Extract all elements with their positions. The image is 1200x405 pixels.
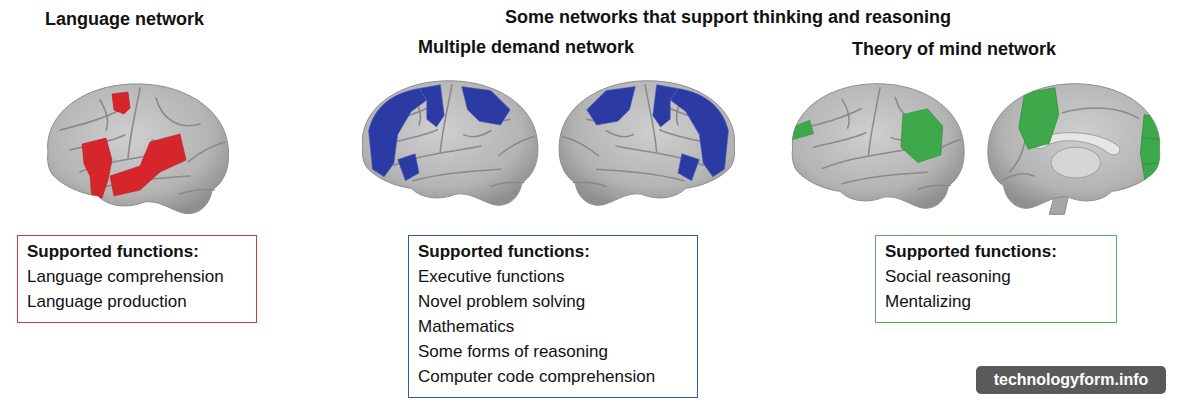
tom-region bbox=[1019, 88, 1059, 149]
thalamus bbox=[1051, 147, 1100, 178]
md-region bbox=[653, 85, 678, 127]
md-region bbox=[369, 89, 427, 177]
theory-of-mind-regions bbox=[791, 109, 943, 163]
network-heading: Language network bbox=[45, 9, 285, 31]
calcarine-sulcus bbox=[1004, 174, 1034, 180]
md-region bbox=[398, 154, 419, 181]
box-heading: Supported functions: bbox=[885, 239, 1110, 264]
language-region bbox=[112, 92, 130, 114]
network-heading: Theory of mind network bbox=[852, 39, 1102, 61]
language-regions bbox=[82, 92, 186, 200]
md-region bbox=[670, 89, 728, 177]
theory-of-mind-regions bbox=[1019, 88, 1164, 188]
theory-of-mind-medial-brain bbox=[988, 84, 1164, 215]
brain-image bbox=[48, 84, 229, 214]
function-item: Executive functions bbox=[418, 264, 691, 289]
md-region bbox=[462, 87, 511, 125]
box-heading: Supported functions: bbox=[27, 239, 250, 264]
function-item: Language production bbox=[27, 289, 250, 314]
multiple-demand-brain bbox=[559, 81, 735, 205]
function-box: Supported functions:Social reasoningMent… bbox=[875, 235, 1117, 323]
multiple-demand-regions bbox=[369, 85, 511, 181]
md-region bbox=[587, 87, 636, 125]
watermark: technologyform.info bbox=[976, 366, 1166, 394]
theory-of-mind-brain bbox=[791, 84, 964, 208]
language-brain bbox=[48, 84, 229, 214]
function-item: Social reasoning bbox=[885, 264, 1110, 289]
tom-region bbox=[791, 120, 814, 139]
tom-region-border bbox=[1141, 138, 1163, 140]
function-item: Computer code comprehension bbox=[418, 364, 691, 389]
brain-image bbox=[362, 81, 538, 205]
brain-surface bbox=[988, 84, 1160, 208]
network-heading: Multiple demand network bbox=[418, 37, 688, 59]
function-item: Mathematics bbox=[418, 314, 691, 339]
tom-region bbox=[1140, 115, 1164, 188]
function-item: Some forms of reasoning bbox=[418, 339, 691, 364]
function-item: Novel problem solving bbox=[418, 289, 691, 314]
function-item: Language comprehension bbox=[27, 264, 250, 289]
brain-image bbox=[792, 84, 964, 208]
box-heading: Supported functions: bbox=[418, 239, 691, 264]
multiple-demand-regions bbox=[587, 85, 729, 181]
md-region bbox=[419, 85, 444, 127]
group-heading: Some networks that support thinking and … bbox=[505, 7, 1015, 29]
language-region bbox=[110, 134, 186, 196]
tom-region-border bbox=[1142, 163, 1162, 165]
function-item: Mentalizing bbox=[885, 289, 1110, 314]
cingulate-sulcus bbox=[1063, 108, 1139, 118]
function-box: Supported functions:Language comprehensi… bbox=[17, 235, 257, 323]
brain-image bbox=[559, 81, 735, 205]
language-region bbox=[82, 138, 112, 200]
tom-region bbox=[901, 109, 943, 163]
function-box: Supported functions:Executive functionsN… bbox=[408, 235, 698, 398]
multiple-demand-brain bbox=[362, 81, 538, 205]
md-region bbox=[678, 154, 699, 181]
